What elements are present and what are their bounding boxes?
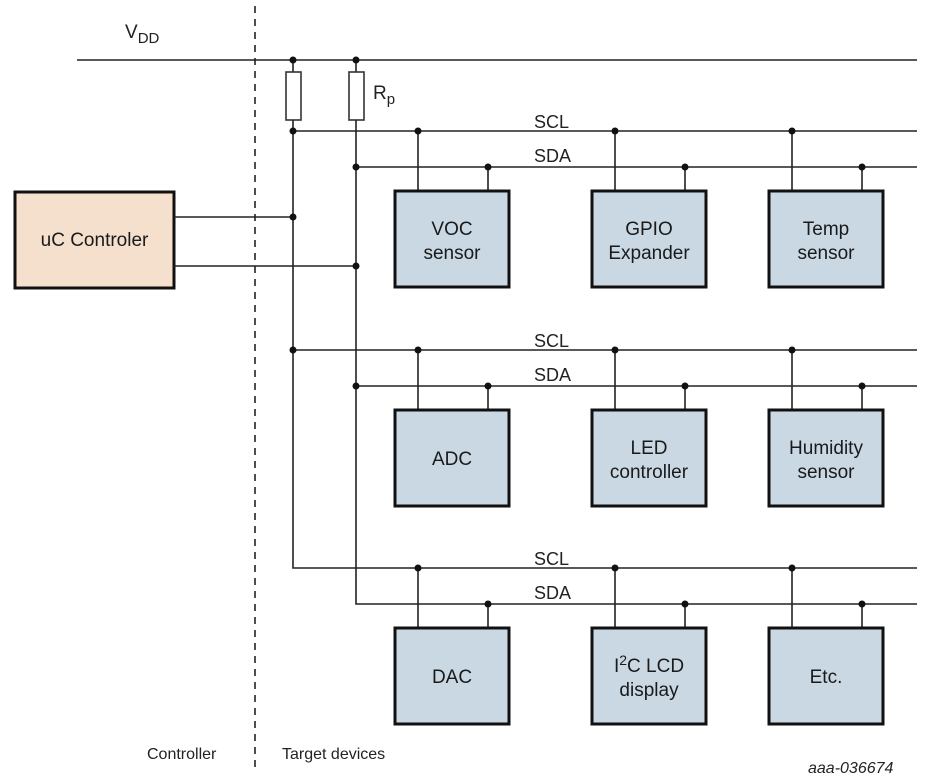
junction-dot: [352, 163, 360, 171]
device-box: [767, 189, 885, 289]
sda-label: SDA: [534, 146, 571, 166]
junction-dot: [414, 127, 422, 135]
device-label-line2: sensor: [797, 243, 855, 264]
junction-dot: [352, 262, 360, 270]
junction-dot: [858, 382, 866, 390]
junction-dot: [414, 564, 422, 572]
junction-dot: [484, 163, 492, 171]
device-label: GPIO: [625, 219, 673, 240]
device-label-line2: Expander: [608, 243, 690, 264]
device-label: Etc.: [810, 667, 843, 688]
device-label: Humidity: [789, 438, 863, 459]
scl-label: SCL: [534, 112, 569, 132]
junction-dot: [858, 600, 866, 608]
device-label: DAC: [432, 667, 472, 688]
device-label-line2: display: [619, 680, 679, 701]
rp-label: Rp: [373, 83, 395, 108]
device-box: [767, 408, 885, 508]
scl-label: SCL: [534, 549, 569, 569]
sda-trunk: [355, 120, 917, 605]
device-label-line2: controller: [610, 462, 689, 483]
pullup-resistor-sda: [348, 60, 365, 121]
junction-dot: [484, 382, 492, 390]
pullup-resistor-scl: [285, 60, 302, 121]
sda-label: SDA: [534, 583, 571, 603]
junction-dot: [858, 163, 866, 171]
device-label: I2C LCD: [614, 652, 684, 677]
junction-dot: [611, 346, 619, 354]
device-label: VOC: [431, 219, 472, 240]
junction-dot: [289, 213, 297, 221]
junction-dot: [681, 600, 689, 608]
sda-label: SDA: [534, 365, 571, 385]
device-box: [393, 189, 511, 289]
figure-reference: aaa-036674: [808, 760, 894, 777]
target-domain-label: Target devices: [282, 746, 385, 763]
controller-domain-label: Controller: [147, 746, 217, 763]
junction-dot: [611, 564, 619, 572]
scl-trunk: [292, 120, 917, 569]
junction-dot: [414, 346, 422, 354]
vdd-label: VDD: [125, 22, 160, 47]
controller-box: [13, 190, 176, 290]
device-box: [393, 408, 511, 508]
device-box: [590, 408, 708, 508]
junction-dot: [289, 346, 297, 354]
junction-dot: [484, 600, 492, 608]
junction-dot: [352, 382, 360, 390]
junction-dot: [611, 127, 619, 135]
device-box: [590, 626, 708, 726]
bus-rows: SCLSDAVOCsensorGPIOExpanderTempsensorSCL…: [289, 112, 917, 726]
device-label-line2: sensor: [797, 462, 855, 483]
junction-dot: [289, 127, 297, 135]
junction-dot: [681, 382, 689, 390]
junction-dot: [788, 127, 796, 135]
device-label-line2: sensor: [423, 243, 481, 264]
device-label: Temp: [803, 219, 849, 240]
junction-dot: [681, 163, 689, 171]
junction-dot: [352, 56, 360, 64]
device-label: ADC: [432, 449, 472, 470]
junction-dot: [289, 56, 297, 64]
junction-dot: [788, 564, 796, 572]
controller-label: uC Controler: [41, 230, 149, 251]
device-box: [767, 626, 885, 726]
device-box: [590, 189, 708, 289]
device-label: LED: [631, 438, 668, 459]
junction-dot: [788, 346, 796, 354]
device-box: [393, 626, 511, 726]
scl-label: SCL: [534, 331, 569, 351]
